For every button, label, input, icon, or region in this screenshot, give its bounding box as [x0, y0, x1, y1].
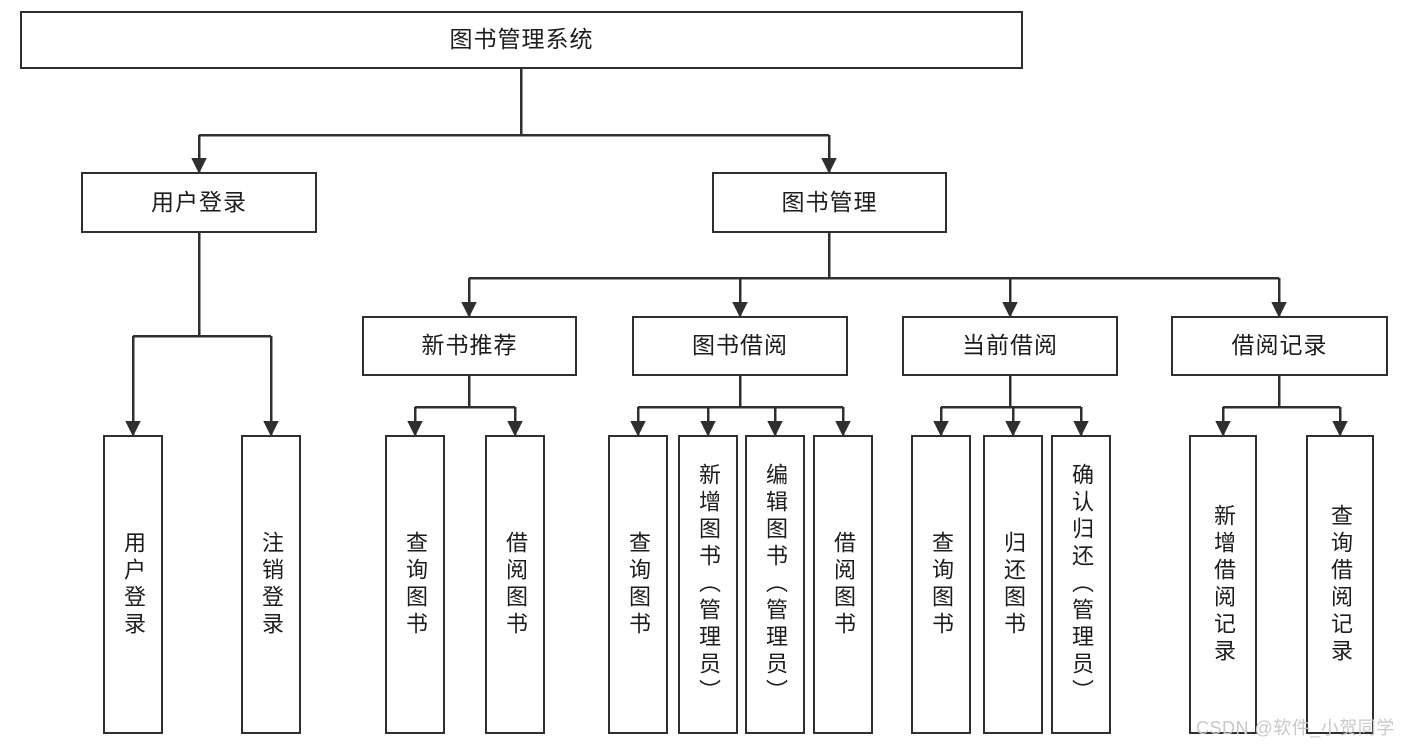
node-box-br-query[interactable]: 查询图书 — [608, 435, 668, 734]
node-label-login-user: 用户登录 — [121, 530, 146, 639]
node-label-new-borrow: 借阅图书 — [503, 530, 528, 639]
node-box-new-borrow[interactable]: 借阅图书 — [485, 435, 545, 734]
node-box-cur-query[interactable]: 查询图书 — [911, 435, 971, 734]
node-box-br-borrow[interactable]: 借阅图书 — [813, 435, 873, 734]
node-label-root: 图书管理系统 — [449, 26, 594, 53]
node-label-new-query: 查询图书 — [403, 530, 428, 639]
node-box-rec-query[interactable]: 查询借阅记录 — [1306, 435, 1374, 734]
node-box-root[interactable]: 图书管理系统 — [20, 11, 1023, 69]
node-box-br-edit[interactable]: 编辑图书（管理员） — [745, 435, 805, 734]
node-label-br-edit: 编辑图书（管理员） — [763, 463, 788, 706]
node-box-rec-add[interactable]: 新增借阅记录 — [1189, 435, 1257, 734]
node-label-login: 用户登录 — [151, 188, 247, 215]
node-box-cur-return[interactable]: 归还图书 — [983, 435, 1043, 734]
node-label-bookmgr: 图书管理 — [781, 188, 878, 215]
node-label-cur-confirm: 确认归还（管理员） — [1069, 463, 1094, 706]
node-label-br-add: 新增图书（管理员） — [696, 463, 721, 706]
node-label-cur-query: 查询图书 — [929, 530, 954, 639]
node-label-rec-add: 新增借阅记录 — [1211, 503, 1236, 666]
node-label-records: 借阅记录 — [1231, 332, 1328, 359]
node-label-newbook: 新书推荐 — [421, 332, 518, 359]
node-label-br-query: 查询图书 — [626, 530, 651, 639]
node-label-br-borrow: 借阅图书 — [831, 530, 856, 639]
node-box-login-logout[interactable]: 注销登录 — [241, 435, 301, 734]
node-box-cur-confirm[interactable]: 确认归还（管理员） — [1051, 435, 1111, 734]
node-label-rec-query: 查询借阅记录 — [1328, 503, 1353, 666]
node-box-borrow[interactable]: 图书借阅 — [632, 316, 848, 376]
node-box-login[interactable]: 用户登录 — [81, 172, 317, 233]
node-label-login-logout: 注销登录 — [259, 530, 284, 639]
node-label-current: 当前借阅 — [962, 332, 1058, 359]
node-box-newbook[interactable]: 新书推荐 — [362, 316, 577, 376]
node-box-bookmgr[interactable]: 图书管理 — [712, 172, 947, 233]
node-box-new-query[interactable]: 查询图书 — [385, 435, 445, 734]
node-box-br-add[interactable]: 新增图书（管理员） — [678, 435, 738, 734]
node-label-borrow: 图书借阅 — [692, 332, 788, 359]
node-box-current[interactable]: 当前借阅 — [902, 316, 1118, 376]
node-box-records[interactable]: 借阅记录 — [1171, 316, 1388, 376]
node-box-login-user[interactable]: 用户登录 — [103, 435, 163, 734]
node-label-cur-return: 归还图书 — [1001, 530, 1026, 639]
